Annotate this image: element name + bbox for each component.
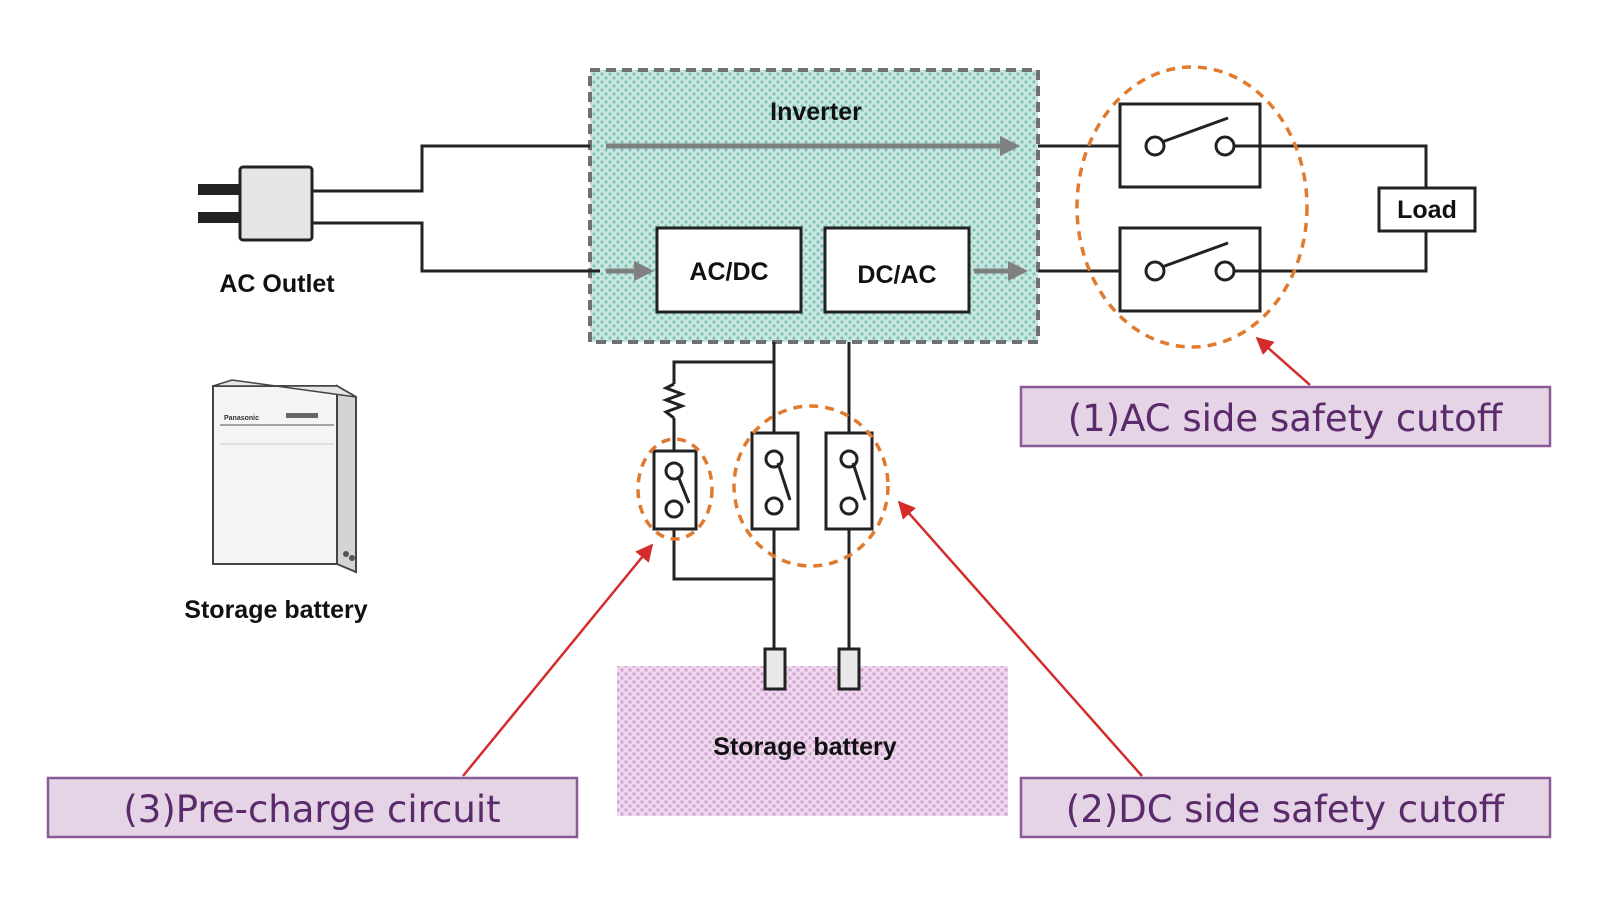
battery-product-label: Storage battery (184, 596, 367, 624)
ac-dc-box (655, 226, 803, 314)
load-box (1377, 186, 1477, 233)
dc-cutoff-pointer (897, 500, 1143, 777)
ac-dc-converter: AC/DC (655, 226, 803, 314)
ac-dc-label: AC/DC (689, 258, 768, 286)
battery-unit-icon: Panasonic (212, 379, 357, 574)
battery-brand-logo: Panasonic (224, 415, 259, 422)
ac-cutoff-text: (1)AC side safety cutoff (1068, 397, 1504, 440)
dc-cutoff-callout: (2)DC side safety cutoff (1019, 776, 1552, 839)
dc-ac-converter: DC/AC (823, 226, 971, 314)
precharge-callout: (3)Pre-charge circuit (46, 776, 579, 839)
dc-ac-label: DC/AC (857, 261, 936, 289)
inverter: Inverter AC/DC DC/AC (588, 68, 1040, 344)
switch-icon (824, 431, 874, 531)
precharge-text: (3)Pre-charge circuit (123, 788, 500, 831)
battery-terminal-icon (763, 647, 787, 691)
battery-area (617, 666, 1008, 816)
ac-outlet-label: AC Outlet (219, 270, 335, 298)
ac-cutoff-highlight (1075, 65, 1309, 349)
battery-area-label: Storage battery (713, 733, 896, 761)
dc-ac-box (823, 226, 971, 314)
precharge-pointer (462, 543, 654, 777)
inverter-title: Inverter (770, 98, 862, 126)
resistor-icon (661, 382, 687, 420)
wire-load-bottom (1234, 231, 1428, 273)
ac-cutoff-callout: (1)AC side safety cutoff (1019, 385, 1552, 448)
switch-icon (652, 449, 698, 531)
wire-outlet-top (312, 144, 590, 193)
ac-plug-icon (198, 165, 314, 242)
dc-cutoff-text: (2)DC side safety cutoff (1066, 788, 1506, 831)
switch-icon (750, 431, 800, 531)
wire-outlet-bottom (312, 221, 600, 273)
load: Load (1377, 186, 1477, 233)
battery-terminal-icon (837, 647, 861, 691)
dc-cutoff-highlight (732, 404, 890, 568)
load-label: Load (1397, 196, 1457, 224)
precharge-highlight (636, 437, 714, 541)
ac-cutoff-pointer (1255, 336, 1311, 386)
wire-load-top (1234, 144, 1428, 188)
